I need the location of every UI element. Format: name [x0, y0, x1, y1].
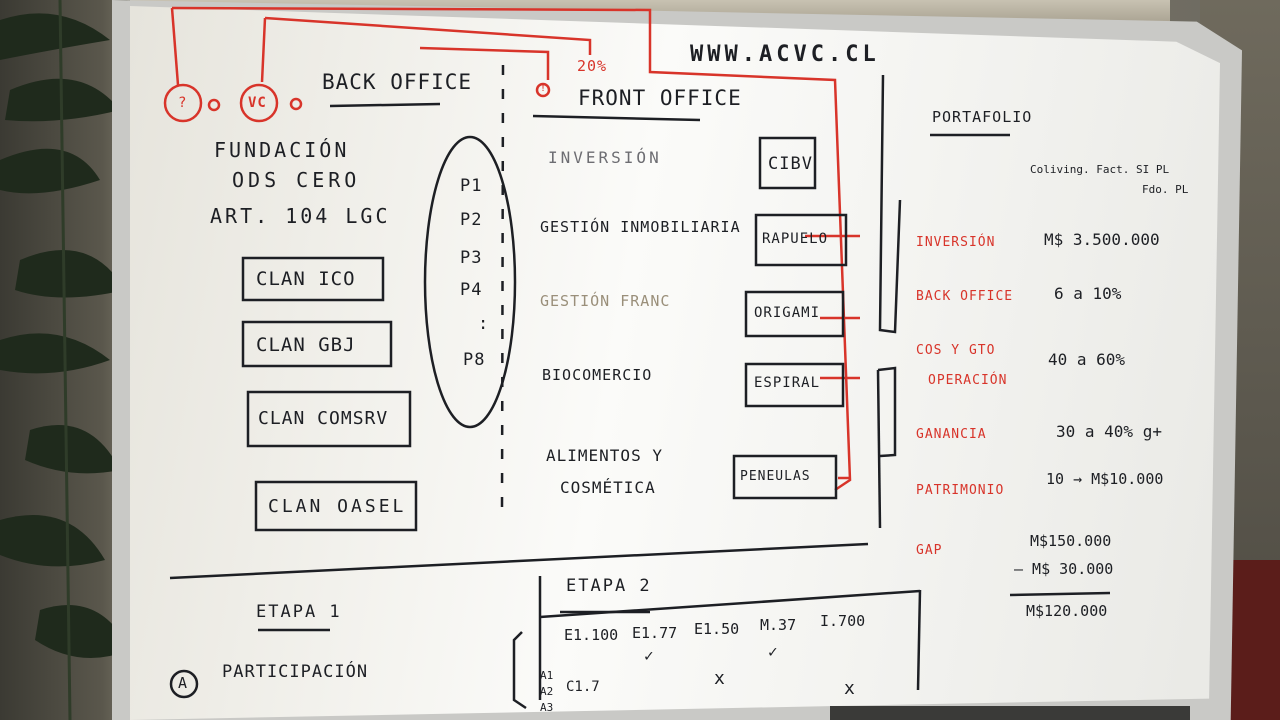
box-clan-ico: CLAN ICO: [256, 268, 356, 290]
column-e1-77: E1.77: [632, 624, 678, 642]
portfolio-value-inversion: M$ 3.500.000: [1044, 230, 1160, 249]
front-item-gestion-franc: GESTIÓN FRANC: [540, 292, 671, 310]
check-mark-1: ✓: [644, 646, 655, 665]
foundation-line-3: ART. 104 LGC: [210, 204, 391, 228]
foundation-line-1: FUNDACIÓN: [214, 138, 350, 162]
portfolio-value-gap-total: M$120.000: [1026, 602, 1108, 620]
plant-leaves: [0, 0, 130, 720]
back-office-title: BACK OFFICE: [322, 70, 473, 94]
etapa-1-title: ETAPA 1: [256, 602, 342, 622]
portfolio-label-inversion: INVERSIÓN: [916, 235, 996, 250]
front-item-biocomercio: BIOCOMERCIO: [542, 366, 653, 384]
column-m-37: M.37: [760, 616, 797, 634]
portfolio-subtitle-2: Fdo. PL: [1142, 183, 1189, 196]
percent-label: 20%: [577, 57, 608, 75]
marker-tray: [830, 706, 1190, 720]
box-clan-gbj: CLAN GBJ: [256, 334, 356, 356]
portfolio-label-operacion: OPERACIÓN: [928, 373, 1008, 388]
portfolio-value-patrimonio: 10 → M$10.000: [1046, 470, 1164, 488]
row-value: C1.7: [566, 679, 600, 695]
portfolio-value-gap-2: – M$ 30.000: [1014, 560, 1114, 578]
portfolio-label-gap: GAP: [916, 543, 943, 558]
box-origami: ORIGAMI: [754, 305, 821, 321]
etapa-2-title: ETAPA 2: [566, 576, 652, 596]
portfolio-subtitle: Coliving. Fact. SI PL: [1030, 163, 1170, 176]
marker-exclaim: !: [540, 83, 548, 94]
portfolio-label-back-office: BACK OFFICE: [916, 289, 1014, 304]
column-e1-50: E1.50: [694, 620, 740, 638]
box-rapuelo: RAPUELO: [762, 231, 829, 247]
phase-p1: P1: [460, 176, 483, 196]
front-item-cosmetica: COSMÉTICA: [560, 478, 656, 497]
portfolio-value-gap-1: M$150.000: [1030, 532, 1112, 550]
portfolio-value-cos-gto: 40 a 60%: [1048, 350, 1126, 369]
portfolio-label-cos-gto: COS Y GTO: [916, 343, 996, 358]
row-a1: A1: [540, 669, 554, 682]
front-item-gestion-inmobiliaria: GESTIÓN INMOBILIARIA: [540, 218, 741, 236]
foundation-line-2: ODS CERO: [232, 168, 361, 192]
phase-p4: P4: [460, 280, 483, 300]
box-cibv: CIBV: [768, 154, 813, 174]
phase-p3: P3: [460, 248, 483, 268]
circle-a-label: A: [178, 674, 189, 692]
row-a3: A3: [540, 701, 554, 714]
cross-mark-1: x: [714, 668, 726, 689]
portfolio-value-back-office: 6 a 10%: [1054, 284, 1122, 303]
portfolio-label-patrimonio: PATRIMONIO: [916, 483, 1005, 498]
marker-question: ?: [178, 95, 188, 111]
front-item-alimentos: ALIMENTOS Y: [546, 446, 663, 465]
row-a2: A2: [540, 685, 554, 698]
check-mark-2: ✓: [768, 642, 779, 661]
cross-mark-2: x: [844, 678, 856, 699]
front-item-inversion: INVERSIÓN: [548, 148, 662, 167]
box-clan-oasel: CLAN OASEL: [268, 496, 407, 517]
portfolio-value-ganancia: 30 a 40% g+: [1056, 422, 1162, 441]
phase-p8: P8: [463, 350, 486, 370]
box-clan-comsrv: CLAN COMSRV: [258, 408, 389, 429]
marker-vc: VC: [248, 95, 267, 111]
participacion-text: PARTICIPACIÓN: [222, 662, 369, 682]
box-peneulas: PENEULAS: [740, 469, 811, 484]
column-e1-100: E1.100: [564, 626, 619, 644]
box-espiral: ESPIRAL: [754, 375, 821, 391]
portfolio-title: PORTAFOLIO: [932, 108, 1033, 126]
column-i-700: I.700: [820, 612, 866, 630]
portfolio-label-ganancia: GANANCIA: [916, 427, 987, 442]
phase-dots: :: [478, 314, 490, 334]
url-text: WWW.ACVC.CL: [690, 42, 880, 67]
phase-p2: P2: [460, 210, 483, 230]
front-office-title: FRONT OFFICE: [578, 86, 742, 110]
